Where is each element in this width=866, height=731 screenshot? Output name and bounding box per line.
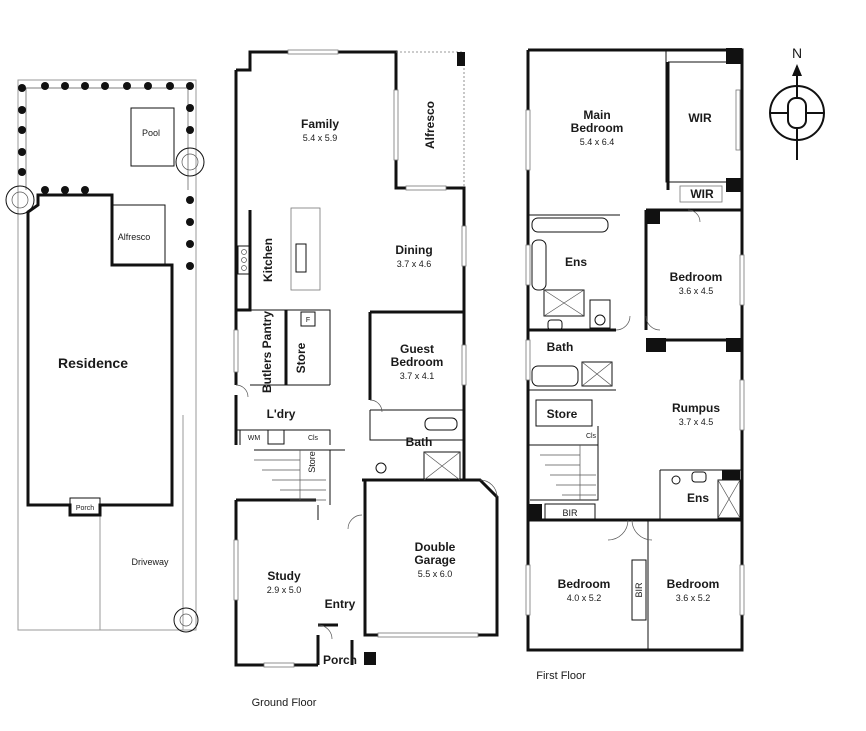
bath-ground-label: Bath <box>406 435 433 449</box>
ground-floor-stairs <box>254 449 331 505</box>
family-room-dims: 5.4 x 5.9 <box>303 133 338 143</box>
first-floor-stairs <box>528 444 599 501</box>
main-bedroom-label-2: Bedroom <box>571 121 624 135</box>
wir-small-label: WIR <box>690 187 714 201</box>
site-porch-label: Porch <box>76 505 94 512</box>
dining-label: Dining <box>395 243 432 257</box>
bedroom-sw-dims: 4.0 x 5.2 <box>567 593 602 603</box>
dining-dims: 3.7 x 4.6 <box>397 259 432 269</box>
porch-label: Porch <box>323 653 357 667</box>
main-bedroom-label-1: Main <box>583 108 610 122</box>
clothes-label-first: Cls <box>586 433 597 440</box>
bir-horizontal-label: BIR <box>562 508 578 518</box>
bedroom-east-dims: 3.6 x 4.5 <box>679 286 714 296</box>
first-floor-plan: Main Bedroom 5.4 x 6.4 WIR WIR Ens Bedro… <box>525 48 745 682</box>
bedroom-sw-label: Bedroom <box>558 577 611 591</box>
site-pool-label: Pool <box>142 128 160 138</box>
site-alfresco-label: Alfresco <box>118 232 151 242</box>
clothes-label-ground: Cls <box>308 435 319 442</box>
site-plan: Residence Pool Alfresco Porch Driveway <box>5 79 205 633</box>
wm-label: WM <box>248 435 261 442</box>
wir-main-label: WIR <box>688 111 712 125</box>
ens-main-label: Ens <box>565 255 587 269</box>
store-first-label: Store <box>547 407 578 421</box>
hedge-dots <box>18 82 194 270</box>
double-garage-dims: 5.5 x 6.0 <box>418 569 453 579</box>
store-upper-label: Store <box>294 342 308 373</box>
rumpus-label: Rumpus <box>672 401 720 415</box>
laundry-label: L'dry <box>267 407 296 421</box>
tree-icons <box>5 147 205 633</box>
rumpus-dims: 3.7 x 4.5 <box>679 417 714 427</box>
site-residence-label: Residence <box>58 355 128 371</box>
compass-north-label: N <box>792 45 802 61</box>
ens-small-label: Ens <box>687 491 709 505</box>
alfresco-label: Alfresco <box>423 101 437 149</box>
main-bedroom-dims: 5.4 x 6.4 <box>580 137 615 147</box>
butlers-pantry-label: Butlers Pantry <box>260 311 274 393</box>
bedroom-se-label: Bedroom <box>667 577 720 591</box>
porch-outline <box>69 497 101 516</box>
ground-floor-plan: Family 5.4 x 5.9 Alfresco Kitchen Dining… <box>233 49 499 709</box>
bedroom-se-dims: 3.6 x 5.2 <box>676 593 711 603</box>
entry-label: Entry <box>325 597 356 611</box>
ground-floor-caption: Ground Floor <box>252 697 317 709</box>
bedroom-east-label: Bedroom <box>670 270 723 284</box>
study-dims: 2.9 x 5.0 <box>267 585 302 595</box>
first-floor-caption: First Floor <box>536 670 586 682</box>
bir-vertical-label: BIR <box>634 582 644 598</box>
pool-outline <box>130 107 175 167</box>
toilet-icon <box>375 462 387 474</box>
guest-bedroom-label-1: Guest <box>400 342 434 356</box>
study-label: Study <box>267 569 301 583</box>
double-garage-label-1: Double <box>415 540 456 554</box>
guest-bedroom-dims: 3.7 x 4.1 <box>400 371 435 381</box>
sink-icon <box>295 243 307 273</box>
double-garage-label-2: Garage <box>414 553 456 567</box>
fridge-label: F <box>306 317 310 324</box>
guest-bedroom-label-2: Bedroom <box>391 355 444 369</box>
family-room-label: Family <box>301 117 339 131</box>
shower-icon <box>423 451 461 481</box>
north-compass: N <box>769 45 825 160</box>
site-driveway-label: Driveway <box>131 557 169 567</box>
store-lower-label: Store <box>307 451 317 473</box>
bath-first-label: Bath <box>547 340 574 354</box>
kitchen-label: Kitchen <box>261 238 275 282</box>
